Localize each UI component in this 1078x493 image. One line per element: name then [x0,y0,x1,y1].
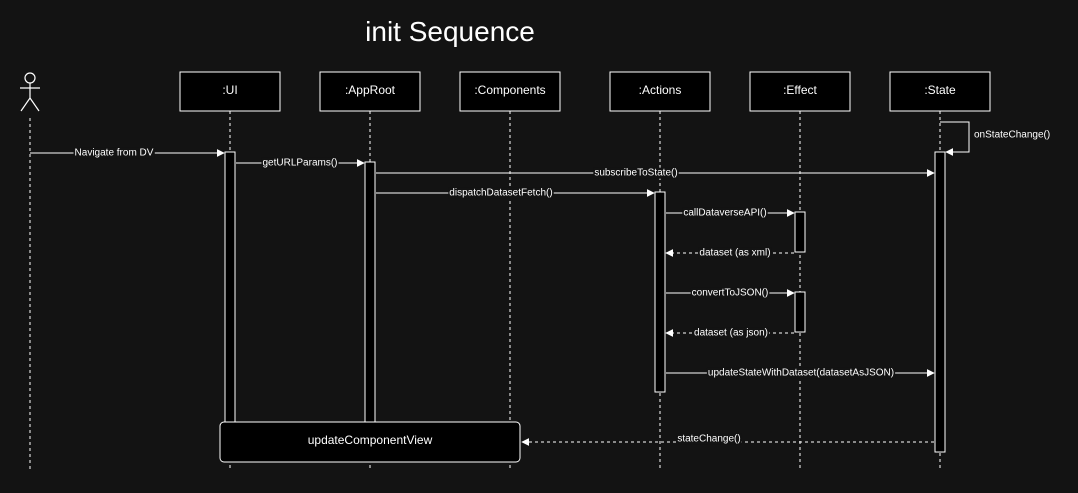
activation-bar-effect [794,291,806,333]
message-label: callDataverseAPI() [683,208,766,219]
message-label-bg [698,247,772,259]
participant-box-actions [609,71,711,112]
participant-box-state [889,71,991,112]
message-label-bg [73,147,155,159]
message-label: stateChange() [677,434,740,445]
message-label: dispatchDatasetFetch() [449,188,552,199]
actor-icon [20,72,40,112]
message-label-bg [448,187,554,199]
participant-label-approot: :AppRoot [345,83,396,97]
note-label: updateComponentView [308,433,433,447]
note-box [219,421,521,463]
message-label-bg [593,167,679,179]
message-label: Navigate from DV [75,148,154,159]
participant-label-effect: :Effect [783,83,817,97]
message-label-bg [261,157,339,169]
participant-box-effect [749,71,851,112]
message-label: dataset (as json) [694,328,768,339]
participant-box-ui [179,71,281,112]
activation-bar-actions [654,191,666,393]
message-label: subscribeToState() [594,168,677,179]
participant-label-ui: :UI [222,83,237,97]
participant-box-components [459,71,561,112]
activation-bar-effect [794,211,806,253]
message-label-bg [682,207,768,219]
message-label-bg [690,287,770,299]
message-label: getURLParams() [262,158,337,169]
participant-label-components: :Components [474,83,545,97]
message-label: onStateChange() [974,130,1050,141]
diagram-title: init Sequence [365,16,535,47]
message-label-bg [676,433,742,445]
activation-bar-approot [364,161,376,426]
participant-box-approot [319,71,421,112]
message-label: updateStateWithDataset(datasetAsJSON) [708,368,894,379]
message-label: dataset (as xml) [699,248,770,259]
participant-label-actions: :Actions [639,83,682,97]
message-label-bg [693,327,769,339]
message-arrow-self [940,121,970,156]
message-label-bg [706,367,896,379]
message-label: convertToJSON() [692,288,769,299]
activation-bar-state [934,151,946,453]
participant-label-state: :State [924,83,956,97]
activation-bar-ui [224,151,236,426]
